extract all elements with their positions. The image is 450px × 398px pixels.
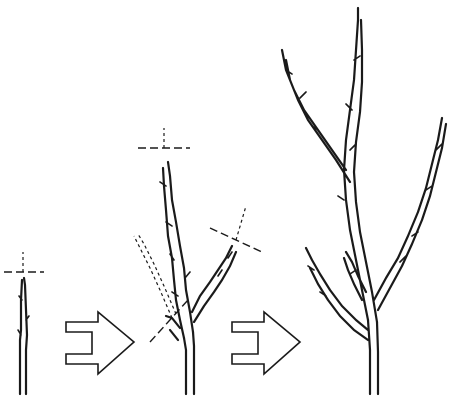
- cut-mark-right-branch: [210, 228, 262, 252]
- tree3-right-branch: [374, 118, 446, 310]
- tree3-trunk: [368, 320, 378, 394]
- tree2-removed-right-tip: [236, 206, 246, 240]
- tree2-left-stub: [166, 316, 180, 340]
- cut-mark-left-branch: [150, 300, 188, 342]
- arrow-2: [232, 312, 300, 374]
- arrow-1: [66, 312, 134, 374]
- tree2-buds: [160, 182, 232, 296]
- stage-1-whip: [4, 252, 44, 394]
- tree2-trunk: [184, 332, 194, 394]
- whip-stem-right-edge: [24, 278, 27, 394]
- stage-3-tree: [282, 8, 446, 394]
- tree3-buds: [286, 56, 442, 296]
- tree3-upper-left-branch: [282, 50, 350, 182]
- tree2-right-branch: [192, 246, 236, 322]
